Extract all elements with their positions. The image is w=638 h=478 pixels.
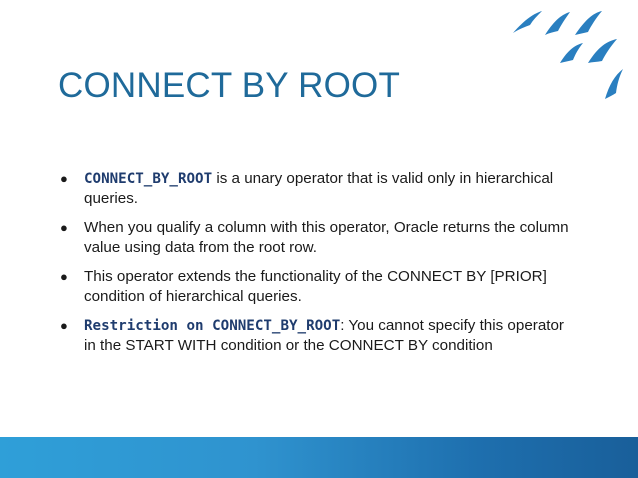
bullet-dot: ● xyxy=(60,269,68,284)
footer-bar xyxy=(0,437,638,478)
seagulls-logo-icon xyxy=(513,11,623,99)
bullet-text: This operator extends the functionality … xyxy=(84,268,547,305)
bullet-text: When you qualify a column with this oper… xyxy=(84,219,569,256)
bullet-dot: ● xyxy=(60,220,68,235)
bullet-text: is a unary operator that is valid only i… xyxy=(84,170,554,207)
slide-title: CONNECT BY ROOT xyxy=(58,66,401,105)
bullet-item: ● When you qualify a column with this op… xyxy=(60,218,580,258)
restriction-label: Restriction on xyxy=(84,318,213,334)
bullet-text: : You cannot specify this operator in th… xyxy=(84,317,564,354)
bullet-item: ● CONNECT_BY_ROOT is a unary operator th… xyxy=(60,169,580,209)
bullet-item: ● This operator extends the functionalit… xyxy=(60,267,580,307)
code-keyword: CONNECT_BY_ROOT xyxy=(84,171,213,187)
bullet-dot: ● xyxy=(60,318,68,333)
bullet-dot: ● xyxy=(60,171,68,186)
code-keyword: CONNECT_BY_ROOT xyxy=(212,318,341,334)
bullet-item: ● Restriction on CONNECT_BY_ROOT: You ca… xyxy=(60,316,580,356)
bullet-list: ● CONNECT_BY_ROOT is a unary operator th… xyxy=(60,169,580,365)
